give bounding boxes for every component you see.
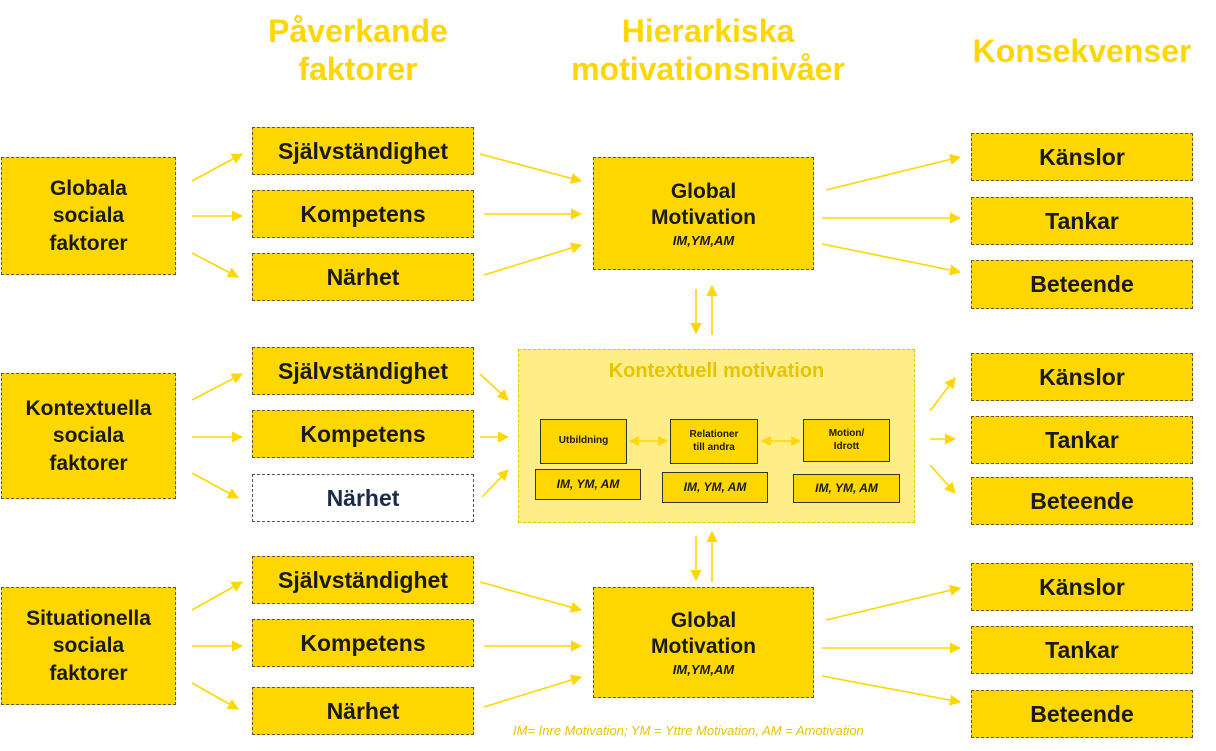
context-im-education: IM, YM, AM bbox=[535, 469, 641, 500]
global-motivation-top: Global Motivation IM,YM,AM bbox=[593, 157, 814, 270]
footnote: IM= Inre Motivation; YM = Yttre Motivati… bbox=[513, 723, 864, 738]
outcome-thoughts-2: Tankar bbox=[971, 416, 1193, 464]
context-im-relations: IM, YM, AM bbox=[662, 472, 768, 503]
factor-competence-global: Kompetens bbox=[252, 190, 474, 238]
motivation-title: Global Motivation bbox=[651, 179, 756, 229]
global-social-factors: Globala sociala faktorer bbox=[1, 157, 176, 275]
header-factors: Påverkande faktorer bbox=[268, 13, 448, 88]
motivation-sub: IM,YM,AM bbox=[672, 662, 735, 678]
arrow bbox=[479, 373, 509, 401]
arrow bbox=[191, 252, 239, 278]
outcome-behavior-2: Beteende bbox=[971, 477, 1193, 525]
context-relations: Relationer till andra bbox=[670, 419, 758, 464]
factor-relatedness-global: Närhet bbox=[252, 253, 474, 301]
outcome-behavior-3: Beteende bbox=[971, 690, 1193, 738]
factor-relatedness-situational: Närhet bbox=[252, 687, 474, 735]
contextual-title: Kontextuell motivation bbox=[608, 360, 825, 382]
factor-relatedness-contextual: Närhet bbox=[252, 474, 474, 522]
contextual-social-factors: Kontextuella sociala faktorer bbox=[1, 373, 176, 499]
arrow bbox=[191, 472, 239, 499]
motivation-sub: IM,YM,AM bbox=[672, 233, 735, 249]
arrow bbox=[825, 153, 962, 191]
arrow bbox=[483, 674, 583, 708]
outcome-emotions-2: Känslor bbox=[971, 353, 1193, 401]
arrow bbox=[481, 469, 509, 498]
header-consequences: Konsekvenser bbox=[972, 33, 1192, 69]
outcome-emotions-1: Känslor bbox=[971, 133, 1193, 181]
context-exercise: Motion/ Idrott bbox=[803, 419, 890, 462]
motivation-title: Global Motivation bbox=[651, 608, 756, 658]
situational-social-factors: Situationella sociala faktorer bbox=[1, 587, 176, 705]
arrow bbox=[929, 464, 956, 494]
arrow bbox=[191, 153, 243, 182]
factor-competence-situational: Kompetens bbox=[252, 619, 474, 667]
outcome-behavior-1: Beteende bbox=[971, 260, 1193, 309]
arrow bbox=[929, 377, 956, 412]
context-im-exercise: IM, YM, AM bbox=[793, 474, 900, 503]
factor-competence-contextual: Kompetens bbox=[252, 410, 474, 458]
factor-autonomy-global: Självständighet bbox=[252, 127, 474, 175]
header-levels: Hierarkiska motivationsnivåer bbox=[571, 13, 845, 88]
arrow bbox=[191, 682, 239, 710]
arrow bbox=[825, 584, 962, 621]
outcome-thoughts-3: Tankar bbox=[971, 626, 1193, 674]
arrow bbox=[821, 243, 962, 276]
outcome-emotions-3: Känslor bbox=[971, 563, 1193, 611]
factor-autonomy-situational: Självständighet bbox=[252, 556, 474, 604]
arrow bbox=[821, 675, 962, 706]
context-education: Utbildning bbox=[540, 419, 627, 464]
arrow bbox=[479, 581, 583, 613]
global-motivation-bottom: Global Motivation IM,YM,AM bbox=[593, 587, 814, 698]
arrow bbox=[483, 242, 583, 276]
outcome-thoughts-1: Tankar bbox=[971, 197, 1193, 245]
arrow bbox=[191, 373, 243, 401]
factor-autonomy-contextual: Självständighet bbox=[252, 347, 474, 395]
arrow bbox=[479, 153, 583, 184]
arrow bbox=[191, 581, 243, 611]
